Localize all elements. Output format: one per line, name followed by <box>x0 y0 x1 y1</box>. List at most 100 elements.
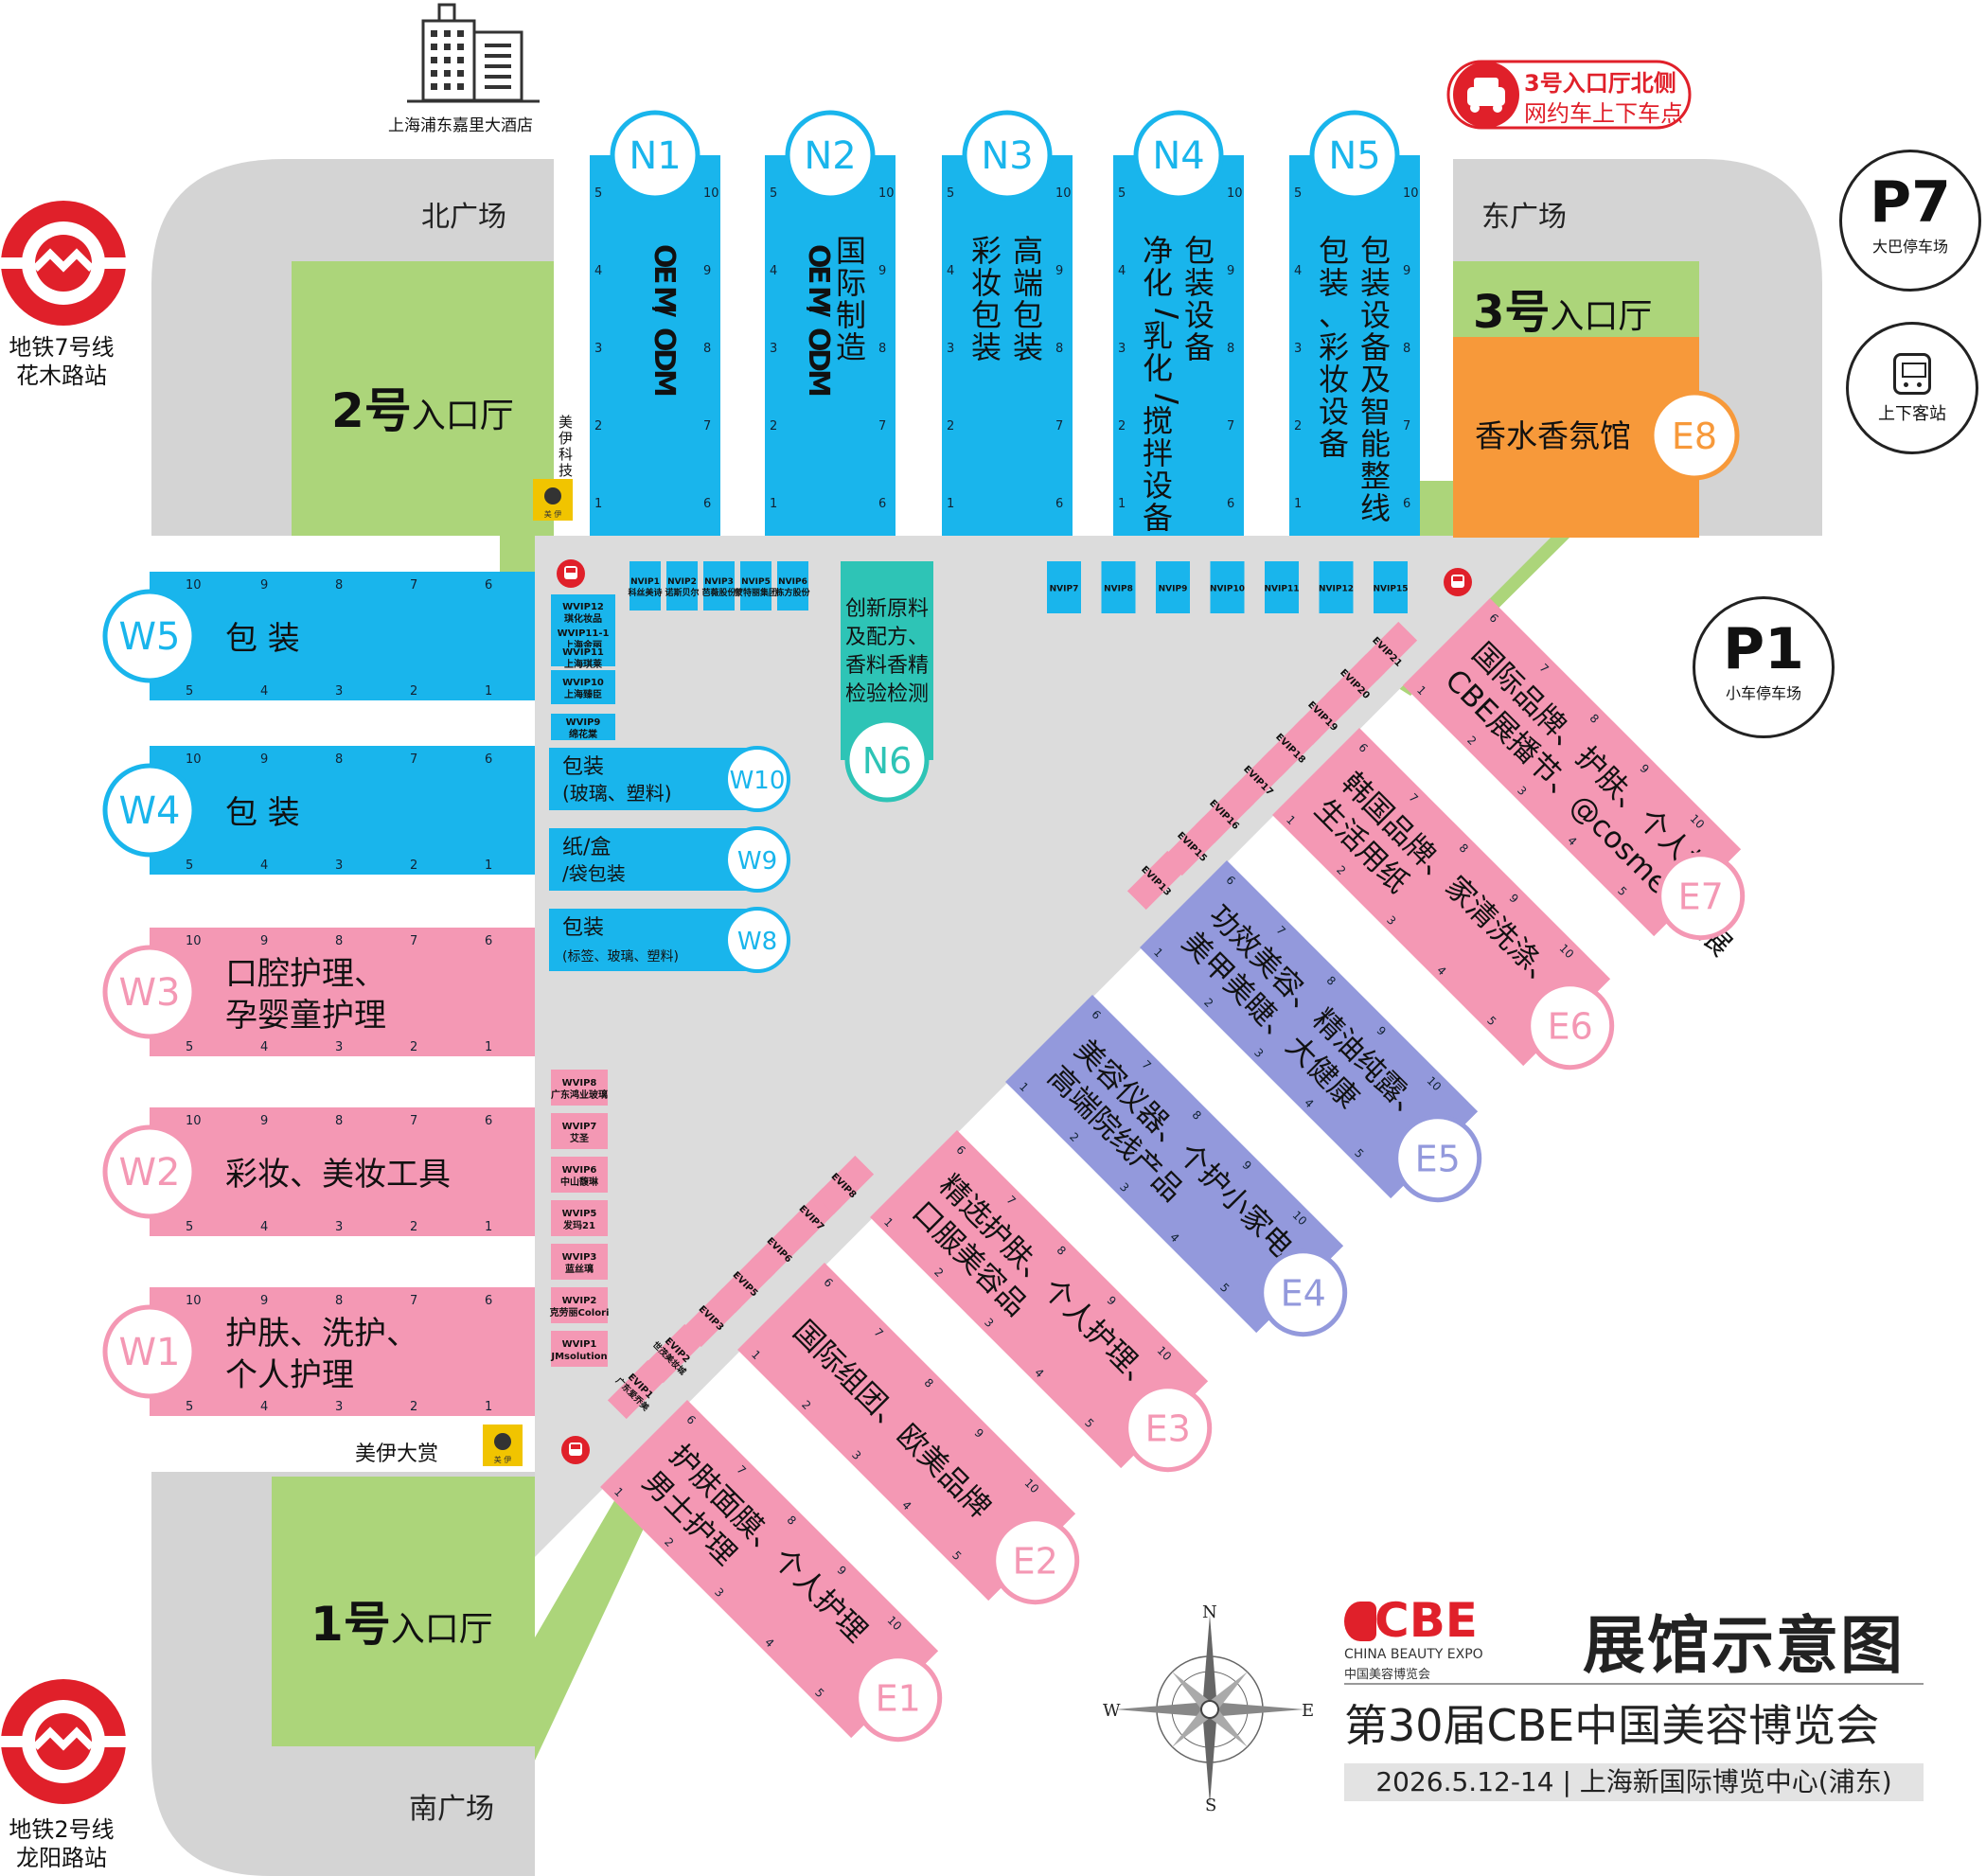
hall-N3[interactable] <box>942 155 1073 536</box>
hall-badge-N2[interactable] <box>785 110 876 201</box>
hall-E4[interactable] <box>1005 995 1344 1334</box>
hall-badge-W1[interactable] <box>102 1304 197 1399</box>
hall-W10[interactable] <box>549 748 757 810</box>
vip-box[interactable] <box>814 1155 875 1215</box>
vip-box[interactable] <box>551 1113 608 1149</box>
vip-booth-NVIP12[interactable]: NVIP12 <box>1319 561 1354 613</box>
vip-box[interactable] <box>644 1323 704 1384</box>
hall-badge-W4[interactable] <box>102 763 197 858</box>
vip-box[interactable] <box>607 1359 667 1420</box>
vip-box[interactable] <box>1210 561 1245 613</box>
hall-badge-W2[interactable] <box>102 1124 197 1219</box>
vip-box[interactable] <box>1374 561 1408 613</box>
vip-box[interactable] <box>777 561 808 611</box>
hall-W2[interactable] <box>150 1107 535 1236</box>
vip-box[interactable] <box>551 1070 608 1106</box>
hall-N5[interactable] <box>1289 155 1420 536</box>
hall-badge-N6[interactable] <box>844 717 930 803</box>
hall-badge-W9[interactable] <box>724 826 790 893</box>
hall-badge-E8[interactable] <box>1649 390 1740 481</box>
hall-badge-E2[interactable] <box>991 1516 1080 1605</box>
vip-box[interactable] <box>551 1331 608 1367</box>
vip-box[interactable] <box>551 714 615 740</box>
vip-booth-NVIP11[interactable]: NVIP11 <box>1265 561 1300 613</box>
vip-box[interactable] <box>551 628 615 647</box>
vip-box[interactable] <box>629 561 661 611</box>
vip-booth-EVIP21[interactable]: EVIP21 <box>1355 618 1421 684</box>
hall-badge-W3[interactable] <box>102 945 197 1039</box>
entrance-1[interactable] <box>272 1477 535 1746</box>
vip-box[interactable] <box>1319 561 1354 613</box>
hall-N4[interactable] <box>1113 155 1244 536</box>
hall-badge-E6[interactable] <box>1526 982 1615 1071</box>
vip-box[interactable] <box>1047 561 1081 613</box>
hall-W4[interactable] <box>150 746 535 875</box>
hall-W1[interactable] <box>150 1287 535 1416</box>
vip-booth-EVIP13[interactable]: EVIP13 <box>1124 847 1190 913</box>
vip-box[interactable] <box>1156 561 1190 613</box>
hall-W8[interactable] <box>549 909 757 971</box>
hall-badge-N5[interactable] <box>1309 110 1400 201</box>
vip-box[interactable] <box>551 1157 608 1193</box>
vip-box[interactable] <box>551 1287 608 1323</box>
entrance-1-label[interactable]: 1号入口厅 <box>310 1586 493 1655</box>
hall-badge-E1[interactable] <box>854 1654 943 1743</box>
hall-E1[interactable] <box>600 1400 939 1739</box>
hall-badge-W8[interactable] <box>724 907 790 973</box>
vip-booth-NVIP10[interactable]: NVIP10 <box>1210 561 1245 613</box>
hall-badge-W10[interactable] <box>724 746 790 812</box>
entrance-3-label[interactable]: 3号入口厅 <box>1473 274 1652 341</box>
vip-box[interactable] <box>1357 621 1418 681</box>
vip-box[interactable] <box>551 647 615 666</box>
entrance-2[interactable] <box>292 261 554 536</box>
entrance-2-label[interactable]: 2号入口厅 <box>331 373 514 441</box>
vip-booth-NVIP7[interactable]: NVIP7 <box>1047 561 1081 613</box>
vip-box[interactable] <box>551 670 615 704</box>
vip-booth-NVIP9[interactable]: NVIP9 <box>1156 561 1190 613</box>
vip-box[interactable] <box>1126 850 1187 911</box>
hall-W5[interactable] <box>150 572 535 700</box>
vip-box[interactable] <box>1265 561 1299 613</box>
vip-box[interactable] <box>551 1244 608 1280</box>
hall-badge-N1[interactable] <box>610 110 700 201</box>
vip-box[interactable] <box>740 561 771 611</box>
hall-badge-E5[interactable] <box>1393 1114 1482 1203</box>
hall-badge-E3[interactable] <box>1124 1384 1213 1473</box>
hall-badge-N4[interactable] <box>1133 110 1224 201</box>
hall-E7[interactable] <box>1403 598 1742 937</box>
vip-box[interactable] <box>703 561 735 611</box>
vip-box[interactable] <box>666 561 698 611</box>
hall-badge-W5[interactable] <box>102 589 197 683</box>
hall-E2[interactable] <box>737 1263 1076 1602</box>
hall-W9[interactable] <box>549 828 757 891</box>
vip-box[interactable] <box>551 1200 608 1236</box>
vip-box[interactable] <box>1101 561 1136 613</box>
vip-booth-NVIP8[interactable]: NVIP8 <box>1101 561 1136 613</box>
hall-E5[interactable] <box>1140 860 1479 1199</box>
hall-badge-N3[interactable] <box>962 110 1053 201</box>
hall-E6[interactable] <box>1272 728 1611 1067</box>
hall-badge-E7[interactable] <box>1657 852 1746 941</box>
vip-box[interactable] <box>551 594 615 628</box>
vip-booth-EVIP8[interactable]: EVIP8 <box>813 1154 875 1215</box>
hall-N1[interactable] <box>590 155 720 536</box>
entrance-3[interactable] <box>1453 261 1699 337</box>
hall-N2[interactable] <box>765 155 895 536</box>
hall-badge-E4[interactable] <box>1259 1248 1348 1337</box>
